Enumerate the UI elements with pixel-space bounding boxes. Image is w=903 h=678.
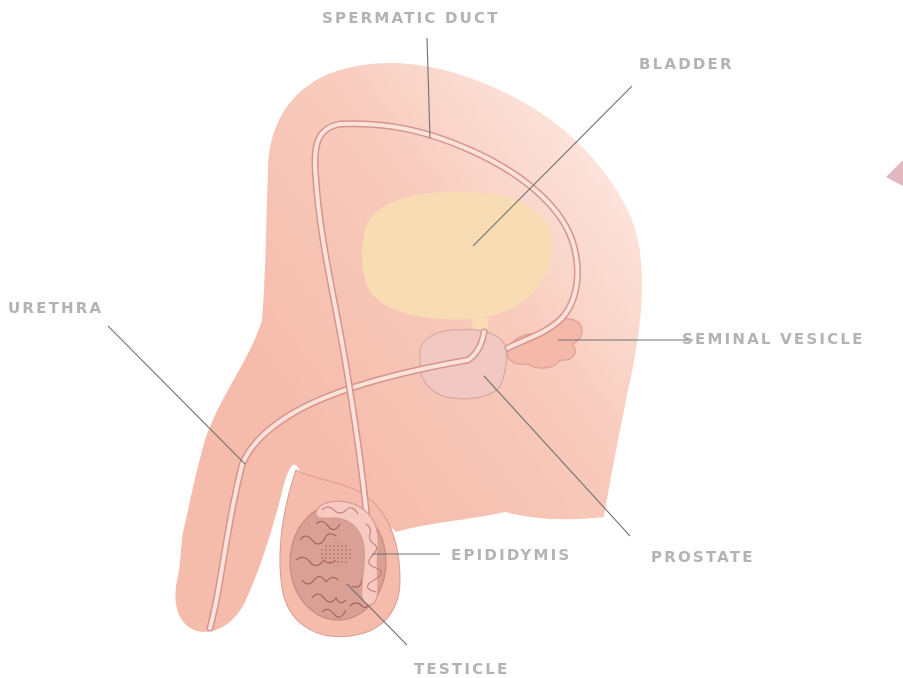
label-urethra: URETHRA xyxy=(8,299,103,317)
label-bladder: BLADDER xyxy=(639,55,734,73)
label-spermatic-duct: SPERMATIC DUCT xyxy=(322,9,500,27)
corner-mark xyxy=(886,160,903,186)
leader-urethra xyxy=(108,326,245,464)
rete-testis xyxy=(320,542,352,566)
label-epididymis: EPIDIDYMIS xyxy=(451,546,571,564)
label-testicle: TESTICLE xyxy=(414,660,510,678)
bladder xyxy=(362,192,552,320)
label-seminal-vesicle: SEMINAL VESICLE xyxy=(682,330,865,348)
label-prostate: PROSTATE xyxy=(651,548,755,566)
